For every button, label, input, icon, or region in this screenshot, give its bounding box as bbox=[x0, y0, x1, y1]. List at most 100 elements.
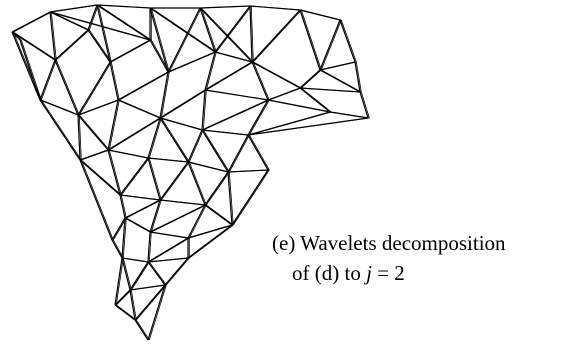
mesh-edge bbox=[109, 39, 151, 63]
mesh-edge-shadow bbox=[50, 11, 57, 61]
mesh-edge-shadow bbox=[269, 99, 332, 113]
mesh-edge-shadow bbox=[249, 117, 370, 136]
mesh-edge bbox=[114, 257, 123, 306]
mesh-edge bbox=[149, 204, 206, 233]
mesh-edge-shadow bbox=[111, 39, 152, 63]
mesh-edge-shadow bbox=[151, 231, 190, 239]
mesh-edge-shadow bbox=[149, 157, 190, 163]
mesh-edge bbox=[164, 257, 189, 286]
mesh-edge-shadow bbox=[78, 114, 110, 151]
mesh-edge bbox=[11, 31, 56, 61]
mesh-edge bbox=[201, 89, 206, 131]
mesh-edge-shadow bbox=[205, 51, 217, 91]
mesh-edge-shadow bbox=[122, 257, 132, 291]
mesh-edge-shadow bbox=[189, 161, 230, 173]
mesh-edge-shadow bbox=[321, 69, 362, 93]
mesh-edge-shadow bbox=[232, 169, 270, 226]
mesh-edge-shadow bbox=[228, 171, 234, 226]
mesh-edge-shadow bbox=[205, 171, 230, 206]
mesh-edge-shadow bbox=[301, 87, 332, 113]
mesh-edge-shadow bbox=[131, 284, 167, 291]
mesh-edge-shadow bbox=[40, 99, 82, 161]
mesh-edge bbox=[201, 99, 269, 131]
mesh-edge-shadow bbox=[108, 99, 120, 151]
mesh-edge-shadow bbox=[248, 134, 270, 171]
mesh-edge-shadow bbox=[130, 261, 150, 291]
mesh-edge bbox=[11, 11, 51, 33]
mesh-edge bbox=[214, 5, 251, 53]
mesh-edge bbox=[227, 134, 249, 173]
mesh-edge-shadow bbox=[340, 19, 357, 63]
mesh-edge bbox=[159, 89, 206, 119]
mesh-edge bbox=[251, 9, 301, 63]
mesh-edge-shadow bbox=[206, 61, 254, 91]
mesh-edge bbox=[121, 257, 131, 291]
mesh-edge bbox=[359, 91, 369, 119]
mesh-edge-shadow bbox=[135, 284, 167, 321]
mesh-edge-shadow bbox=[123, 257, 150, 263]
mesh-edge bbox=[167, 51, 216, 73]
mesh-edge-shadow bbox=[160, 71, 170, 119]
mesh-edge bbox=[129, 261, 149, 291]
mesh-edge bbox=[167, 7, 201, 73]
mesh-edge-shadow bbox=[13, 31, 22, 41]
mesh-edge bbox=[149, 199, 161, 233]
mesh-edge-shadow bbox=[321, 61, 357, 71]
mesh-edge bbox=[159, 161, 189, 201]
mesh-edge-shadow bbox=[355, 61, 362, 93]
mesh-edge bbox=[147, 231, 151, 263]
mesh-edge bbox=[187, 204, 206, 239]
mesh-edge-shadow bbox=[151, 204, 207, 233]
mesh-edge-shadow bbox=[188, 161, 207, 206]
mesh-edge bbox=[247, 99, 269, 136]
mesh-edge-shadow bbox=[253, 9, 302, 63]
mesh-edge-shadow bbox=[169, 51, 217, 73]
mesh-edge-shadow bbox=[161, 199, 207, 206]
mesh-edge bbox=[119, 157, 149, 196]
mesh-edge-shadow bbox=[300, 9, 322, 71]
mesh-edge-shadow bbox=[126, 199, 162, 219]
mesh-edge bbox=[96, 4, 111, 63]
mesh-edge-shadow bbox=[249, 111, 332, 136]
mesh-edge-shadow bbox=[98, 4, 152, 41]
mesh-edge bbox=[147, 284, 166, 341]
mesh-edge bbox=[111, 239, 123, 259]
mesh-edge bbox=[77, 99, 119, 116]
mesh-edge bbox=[199, 7, 253, 63]
mesh-edge-shadow bbox=[148, 284, 167, 341]
mesh-edge-shadow bbox=[80, 159, 114, 241]
mesh-edge bbox=[107, 117, 161, 151]
mesh-edge-shadow bbox=[41, 99, 80, 116]
mesh-edge bbox=[204, 171, 229, 206]
mesh-edge-shadow bbox=[130, 289, 137, 321]
mesh-edge bbox=[299, 69, 321, 89]
mesh-edge-shadow bbox=[269, 87, 302, 101]
mesh-edge bbox=[147, 237, 189, 263]
mesh-edge bbox=[149, 7, 216, 53]
mesh-edge-shadow bbox=[148, 231, 152, 263]
mesh-edge bbox=[79, 159, 113, 241]
mesh-edge bbox=[87, 4, 98, 31]
mesh-edge bbox=[147, 117, 161, 159]
mesh-edge bbox=[134, 284, 166, 321]
mesh-edge bbox=[77, 61, 111, 116]
mesh-edge bbox=[11, 31, 41, 101]
mesh-edge-shadow bbox=[13, 11, 52, 33]
mesh-edge-shadow bbox=[200, 7, 217, 53]
mesh-edge bbox=[107, 99, 119, 151]
mesh-edge-shadow bbox=[120, 157, 150, 196]
mesh-edge-shadow bbox=[116, 304, 137, 321]
mesh-edge-shadow bbox=[188, 129, 204, 163]
mesh-edge-shadow bbox=[229, 169, 270, 173]
mesh-edge-shadow bbox=[320, 19, 342, 71]
mesh-edge-shadow bbox=[250, 5, 254, 63]
mesh-edge-shadow bbox=[135, 319, 150, 341]
mesh-edge-shadow bbox=[203, 129, 250, 136]
mesh-edge-shadow bbox=[126, 217, 152, 233]
mesh-edge bbox=[77, 114, 81, 161]
mesh-edge bbox=[39, 99, 79, 116]
mesh-edge bbox=[199, 7, 216, 53]
mesh-edge-shadow bbox=[331, 111, 370, 119]
mesh-edge-shadow bbox=[201, 5, 252, 9]
